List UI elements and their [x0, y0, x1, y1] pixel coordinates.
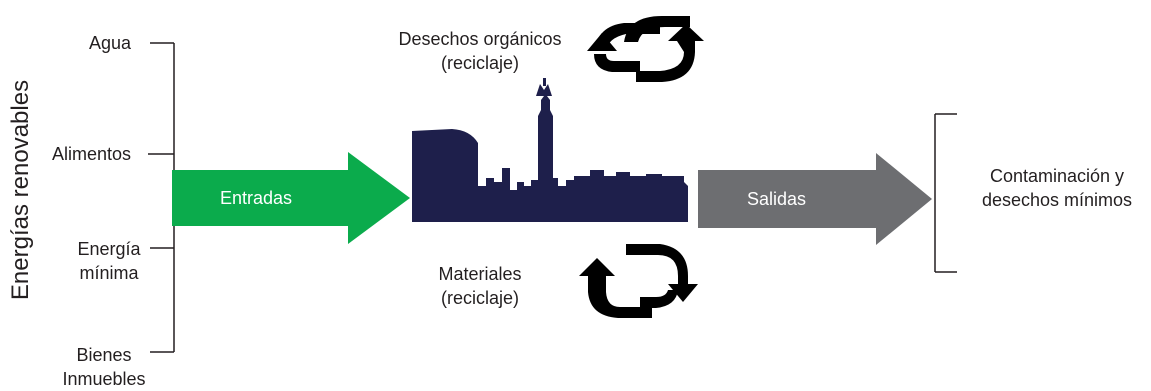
input-bienes: Bienes Inmuebles	[62, 345, 146, 389]
salidas-label: Salidas	[747, 189, 807, 209]
recycle-top-label: Desechos orgánicos (reciclaje)	[398, 29, 562, 73]
entradas-arrow	[172, 152, 410, 244]
vertical-title: Energías renovables	[7, 79, 34, 301]
salidas-arrow	[698, 153, 932, 245]
recycle-bottom-label: Materiales (reciclaje)	[438, 264, 522, 308]
entradas-label: Entradas	[220, 188, 293, 208]
recycle-top-icon	[587, 16, 704, 82]
recycle-bottom-icon	[579, 244, 698, 318]
input-agua: Agua	[89, 33, 132, 53]
outputs-bracket	[934, 113, 957, 273]
input-energia: Energía mínima	[77, 239, 141, 283]
input-alimentos: Alimentos	[52, 144, 132, 164]
city-skyline-icon	[412, 78, 688, 222]
output-label: Contaminación y desechos mínimos	[981, 166, 1133, 210]
inputs-bracket	[148, 42, 175, 353]
